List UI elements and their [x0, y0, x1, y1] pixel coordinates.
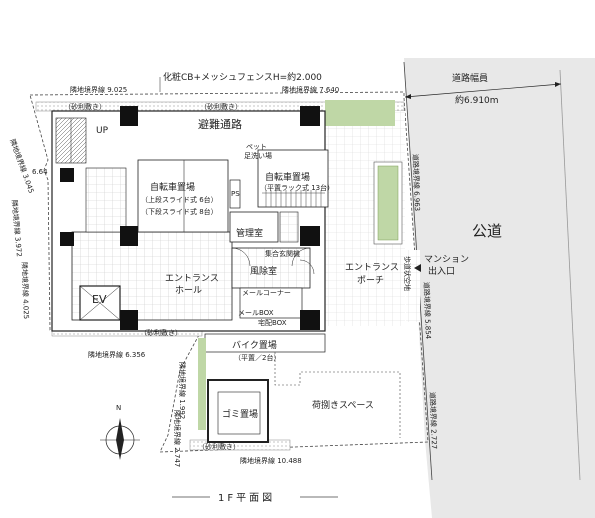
bike-parking-b-label: 自転車置場 — [265, 171, 310, 183]
north-label: N — [116, 404, 121, 412]
road-width-value: 約6.910m — [455, 94, 499, 106]
boundary-vert-1: 隣地境界線 1.992 — [178, 362, 187, 419]
boundary-bottom: 隣地境界線 10.488 — [240, 456, 302, 465]
outdoor-zones — [198, 333, 401, 443]
column — [300, 226, 320, 246]
column — [300, 310, 320, 330]
motorbike-label: バイク置場 — [232, 339, 277, 351]
ps-label: PS — [231, 190, 240, 198]
up-label: UP — [96, 126, 109, 136]
column — [300, 106, 320, 126]
bike-parking-a-room — [137, 159, 229, 233]
column — [60, 168, 74, 182]
bike-parking-b-room — [257, 149, 329, 208]
entrance-porch-label-1: エントランス — [345, 262, 399, 273]
boundary-vert-2: 隣地境界線 2.747 — [173, 410, 182, 467]
road-width-arrow — [404, 83, 562, 98]
planting-strip — [198, 338, 206, 430]
bike-parking-a-detail-2: （下段スライド式 8台） — [141, 207, 218, 216]
management-label: 管理室 — [236, 227, 263, 239]
gravel-label-2: （砂利敷き） — [200, 102, 242, 111]
north-arrow-icon: N — [100, 404, 140, 460]
corridor — [85, 167, 127, 233]
road-width-label: 道路幅員 — [452, 72, 488, 84]
road-boundary-2: 道路境界線 5.854 — [422, 282, 433, 340]
boundary-top-right: 隣地境界線 7.640 — [282, 85, 339, 94]
entrance-hall-label-2: ホール — [175, 285, 202, 296]
motorbike-detail: （平置／2台） — [234, 353, 280, 362]
boundary-left-3: 隣地境界線 4.025 — [20, 262, 31, 320]
loading-label: 荷捌きスペース — [312, 399, 374, 411]
planting-top — [325, 100, 395, 126]
wind-room-label: 風除室 — [250, 265, 277, 277]
public-road-label: 公道 — [472, 222, 502, 240]
gravel-label-3: （砂利敷き） — [140, 328, 182, 337]
delivery-box-label: 宅配BOX — [258, 318, 287, 327]
building — [51, 106, 329, 332]
evacuation-label: 避難通路 — [198, 117, 242, 131]
meeting-label: 集合玄関機 — [265, 249, 300, 258]
gravel-label-4: （砂利敷き） — [198, 442, 240, 451]
mansion-entrance-label-1: マンション — [424, 255, 469, 265]
boundary-left-6: 6.64 — [32, 168, 48, 176]
fence-annotation: 化粧CB+メッシュフェンスH=約2.000 — [159, 71, 322, 92]
bike-rack-lines — [262, 190, 325, 207]
road-boundary-1: 道路境界線 6.963 — [411, 154, 422, 212]
toilet — [279, 211, 299, 243]
wind-room — [231, 247, 311, 289]
road-boundary-3: 道路境界線 2.727 — [428, 392, 439, 450]
entrance-porch-label-2: ポーチ — [357, 275, 384, 286]
column — [120, 310, 138, 330]
bike-parking-a-detail-1: （上段スライド式 6台） — [141, 195, 218, 204]
plan-title: 1F平面図 — [218, 492, 275, 504]
column — [120, 226, 138, 246]
column — [120, 106, 138, 126]
bike-parking-b-detail: （平置ラック式 13台） — [260, 183, 334, 192]
bike-parking-a-label: 自転車置場 — [150, 181, 195, 193]
boundary-left-2: 隣地境界線 3.972 — [10, 199, 24, 257]
entrance-hall-label-1: エントランス — [165, 273, 219, 284]
planter-green — [377, 165, 399, 241]
loading-space-outline — [274, 352, 401, 438]
fence-label: 化粧CB+メッシュフェンスH=約2.000 — [163, 71, 322, 83]
pet-wash-label-2: 足洗い場 — [244, 151, 272, 160]
pedestrian-label: 歩道状空地 — [403, 256, 412, 291]
mail-box-label: メールBOX — [238, 309, 274, 317]
gravel-label-1: （砂利敷き） — [64, 102, 106, 111]
boundary-top-left: 隣地境界線 9.025 — [70, 85, 127, 94]
garbage-label: ゴミ置場 — [222, 408, 258, 420]
management-room — [229, 211, 279, 243]
pet-wash-label-1: ペット — [246, 143, 267, 151]
room-labels: 避難通路 ペット 足洗い場 自転車置場 （上段スライド式 6台） （下段スライド… — [92, 117, 469, 420]
column — [60, 232, 74, 246]
mansion-entrance-label-2: 出入口 — [428, 265, 455, 277]
boundary-middle: 隣地境界線 6.356 — [88, 350, 146, 359]
plan-caption: 1F平面図 — [172, 492, 338, 504]
gravel-labels: （砂利敷き） （砂利敷き） （砂利敷き） （砂利敷き） — [64, 102, 242, 451]
mail-corner-label: メールコーナー — [242, 289, 291, 297]
ps-shaft — [229, 179, 241, 209]
entrance-arrow-icon — [414, 264, 421, 272]
ev-label: EV — [92, 293, 107, 306]
boundary-left-1: 隣地境界線 3.045 — [8, 138, 36, 195]
mail-corner — [239, 287, 303, 319]
